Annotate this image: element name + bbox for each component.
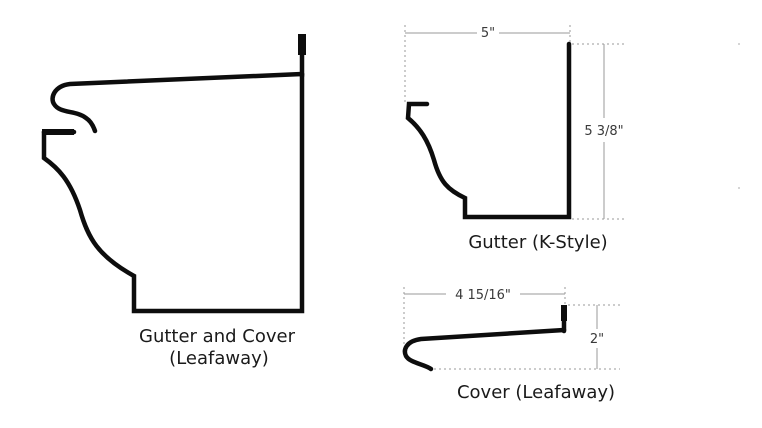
kstyle-gutter-figure: 5" 5 3/8" Gutter (K-Style) (404, 25, 626, 253)
kstyle-gutter-title: Gutter (K-Style) (468, 232, 607, 253)
gutter-and-cover-title-line1: Gutter and Cover (139, 326, 296, 347)
edge-speck (738, 187, 740, 189)
leafaway-cover-title: Cover (Leafaway) (457, 382, 615, 403)
leafaway-width-label: 4 15/16" (455, 288, 511, 303)
edge-speck (738, 43, 740, 45)
kstyle-gutter-profile (405, 41, 572, 220)
gutter-and-cover-gutter-profile (41, 71, 305, 314)
kstyle-width-label: 5" (481, 26, 495, 41)
leafaway-height-label: 2" (590, 332, 604, 347)
gutter-and-cover-figure: Gutter and Cover (Leafaway) (41, 34, 306, 369)
leafaway-cover-figure: 4 15/16" 2" Cover (Leafaway) (402, 287, 620, 403)
gutter-and-cover-cover-profile (50, 71, 305, 134)
gutter-and-cover-bead-hook (42, 129, 74, 135)
leafaway-cover-profile (402, 327, 567, 372)
kstyle-height-label: 5 3/8" (584, 124, 623, 139)
gutter-and-cover-title-line2: (Leafaway) (169, 348, 269, 369)
